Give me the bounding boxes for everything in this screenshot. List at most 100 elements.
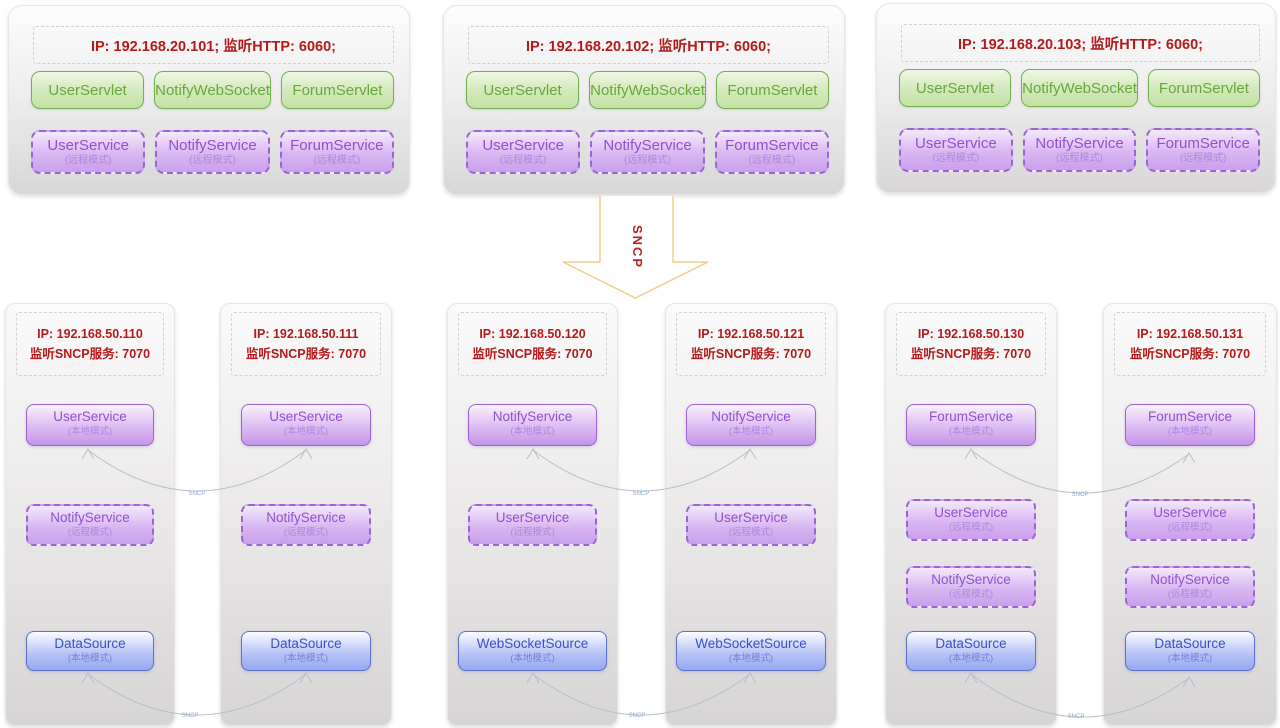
remote-service-box: NotifyService (远程模式) bbox=[1124, 566, 1256, 608]
service-name: DataSource bbox=[54, 636, 126, 651]
service-mode: (本地模式) bbox=[67, 653, 113, 664]
service-mode: (远程模式) bbox=[948, 589, 994, 600]
node-listen-text: 监听SNCP服务: 7070 bbox=[910, 346, 1032, 361]
service-mode: (远程模式) bbox=[1167, 522, 1213, 533]
remote-service-box: UserService (远程模式) bbox=[906, 499, 1036, 541]
server-address-header: IP: 192.168.20.102; 监听HTTP: 6060; bbox=[468, 26, 829, 64]
datasource-box: DataSource (本地模式) bbox=[26, 631, 154, 671]
server-address-text: IP: 192.168.20.103; 监听HTTP: 6060; bbox=[957, 36, 1203, 53]
local-service-box: ForumService (本地模式) bbox=[906, 404, 1036, 446]
service-mode: (远程模式) bbox=[64, 155, 112, 166]
server-address-header: IP: 192.168.20.103; 监听HTTP: 6060; bbox=[901, 24, 1260, 62]
servlet-row: UserServlet NotifyWebSocket ForumServlet bbox=[31, 71, 394, 109]
remote-service-box: UserService (远程模式) bbox=[1124, 499, 1256, 541]
service-mode: (本地模式) bbox=[1167, 653, 1213, 664]
service-name: NotifyService bbox=[711, 409, 791, 424]
service-mode: (本地模式) bbox=[948, 653, 994, 664]
connection-label: SNCP bbox=[1072, 492, 1089, 498]
connection-label: SNCP bbox=[182, 713, 199, 719]
servlet-box: NotifyWebSocket bbox=[1021, 69, 1138, 107]
remote-service-row: UserService (远程模式) NotifyService (远程模式) … bbox=[899, 128, 1261, 172]
remote-service-box: NotifyService (远程模式) bbox=[1022, 128, 1137, 172]
service-mode: (本地模式) bbox=[283, 426, 329, 437]
node-address-header: IP: 192.168.50.111 监听SNCP服务: 7070 bbox=[231, 312, 381, 376]
connection-label: SNCP bbox=[189, 491, 206, 497]
local-service-box: UserService (本地模式) bbox=[26, 404, 154, 446]
service-mode: (远程模式) bbox=[313, 155, 361, 166]
service-mode: (远程模式) bbox=[932, 153, 980, 164]
servlet-label: ForumServlet bbox=[1158, 79, 1249, 97]
servlet-label: UserServlet bbox=[483, 81, 562, 99]
service-name: ForumService bbox=[1156, 135, 1250, 152]
service-mode: (远程模式) bbox=[510, 527, 555, 538]
servlet-box: ForumServlet bbox=[280, 71, 394, 109]
remote-service-box: ForumService (远程模式) bbox=[1146, 128, 1261, 172]
remote-service-box: ForumService (远程模式) bbox=[714, 130, 829, 174]
remote-service-box: UserService (远程模式) bbox=[686, 504, 816, 546]
service-name: DataSource bbox=[1154, 636, 1226, 651]
remote-service-box: NotifyService (远程模式) bbox=[590, 130, 705, 174]
node-listen-text: 监听SNCP服务: 7070 bbox=[1129, 346, 1251, 361]
node-listen-text: 监听SNCP服务: 7070 bbox=[245, 346, 367, 361]
service-name: UserService bbox=[47, 137, 129, 154]
service-name: UserService bbox=[482, 137, 564, 154]
service-name: NotifyService bbox=[492, 409, 573, 424]
web-server-card: IP: 192.168.20.102; 监听HTTP: 6060; UserSe… bbox=[443, 5, 845, 195]
servlet-box: UserServlet bbox=[31, 71, 145, 109]
connection-label: SNCP bbox=[629, 713, 646, 719]
remote-service-box: NotifyService (远程模式) bbox=[241, 504, 371, 546]
service-name: WebSocketSource bbox=[695, 636, 807, 651]
node-address-header: IP: 192.168.50.121 监听SNCP服务: 7070 bbox=[676, 312, 826, 376]
service-mode: (本地模式) bbox=[728, 653, 774, 664]
servlet-box: NotifyWebSocket bbox=[589, 71, 706, 109]
servlet-label: ForumServlet bbox=[727, 81, 818, 99]
service-name: NotifyService bbox=[266, 510, 346, 525]
service-name: UserService bbox=[53, 409, 127, 424]
service-node-card: IP: 192.168.50.110 监听SNCP服务: 7070 UserSe… bbox=[5, 303, 175, 726]
service-name: UserService bbox=[714, 510, 788, 525]
service-name: UserService bbox=[495, 510, 570, 525]
servlet-label: NotifyWebSocket bbox=[590, 81, 705, 99]
service-mode: (本地模式) bbox=[67, 426, 113, 437]
server-address-text: IP: 192.168.20.101; 监听HTTP: 6060; bbox=[90, 38, 336, 55]
servlet-box: NotifyWebSocket bbox=[154, 71, 271, 109]
service-name: UserService bbox=[1153, 505, 1227, 520]
service-name: ForumService bbox=[290, 137, 384, 154]
local-service-box: UserService (本地模式) bbox=[241, 404, 371, 446]
remote-service-box: NotifyService (远程模式) bbox=[155, 130, 270, 174]
servlet-row: UserServlet NotifyWebSocket ForumServlet bbox=[466, 71, 829, 109]
server-address-header: IP: 192.168.20.101; 监听HTTP: 6060; bbox=[33, 26, 394, 64]
service-mode: (远程模式) bbox=[189, 155, 236, 166]
connection-label: SNCP bbox=[1068, 714, 1085, 720]
servlet-label: ForumServlet bbox=[292, 81, 383, 99]
remote-service-box: ForumService (远程模式) bbox=[279, 130, 394, 174]
servlet-row: UserServlet NotifyWebSocket ForumServlet bbox=[899, 69, 1260, 107]
websocketsource-box: WebSocketSource (本地模式) bbox=[676, 631, 826, 671]
web-server-card: IP: 192.168.20.103; 监听HTTP: 6060; UserSe… bbox=[876, 3, 1276, 193]
servlet-box: UserServlet bbox=[899, 69, 1012, 107]
node-address-header: IP: 192.168.50.120 监听SNCP服务: 7070 bbox=[458, 312, 607, 376]
service-name: NotifyService bbox=[168, 137, 257, 154]
connection-label: SNCP bbox=[633, 491, 650, 497]
datasource-box: DataSource (本地模式) bbox=[1124, 631, 1256, 671]
service-mode: (本地模式) bbox=[1167, 426, 1213, 437]
service-mode: (远程模式) bbox=[748, 155, 796, 166]
servlet-box: UserServlet bbox=[466, 71, 580, 109]
remote-service-box: UserService (远程模式) bbox=[468, 504, 597, 546]
service-node-card: IP: 192.168.50.120 监听SNCP服务: 7070 Notify… bbox=[447, 303, 618, 726]
local-service-box: ForumService (本地模式) bbox=[1124, 404, 1256, 446]
remote-service-box: UserService (远程模式) bbox=[31, 130, 146, 174]
servlet-label: UserServlet bbox=[915, 79, 995, 97]
remote-service-box: UserService (远程模式) bbox=[466, 130, 581, 174]
service-mode: (远程模式) bbox=[1167, 589, 1213, 600]
service-name: UserService bbox=[269, 409, 343, 424]
service-name: NotifyService bbox=[1150, 572, 1230, 587]
node-address-header: IP: 192.168.50.110 监听SNCP服务: 7070 bbox=[16, 312, 164, 376]
node-ip-text: IP: 192.168.50.110 bbox=[37, 326, 143, 341]
local-service-box: NotifyService (本地模式) bbox=[686, 404, 816, 446]
remote-service-box: UserService (远程模式) bbox=[899, 128, 1013, 172]
service-name: UserService bbox=[934, 505, 1008, 520]
servlet-box: ForumServlet bbox=[715, 71, 829, 109]
servlet-label: UserServlet bbox=[48, 81, 127, 99]
node-listen-text: 监听SNCP服务: 7070 bbox=[690, 346, 812, 361]
